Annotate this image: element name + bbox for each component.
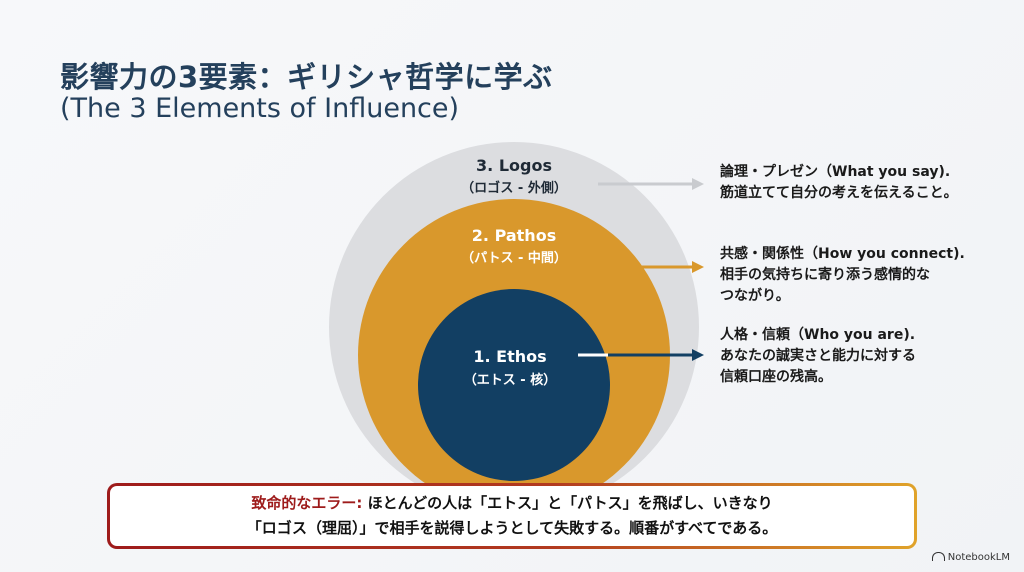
error-text-1: ほとんどの人は「エトス」と「パトス」を飛ばし、いきなり xyxy=(362,494,773,512)
pathos-description-line: つながり。 xyxy=(720,288,790,304)
brand-name: NotebookLM xyxy=(947,552,1010,563)
error-line-1: 致命的なエラー: ほとんどの人は「エトス」と「パトス」を飛ばし、いきなり xyxy=(110,491,914,516)
ethos-description-line: 信頼口座の残高。 xyxy=(720,369,832,385)
notebooklm-logo-icon xyxy=(931,552,945,561)
pathos-arrowhead xyxy=(692,261,704,273)
pathos-sublabel: （パトス - 中間） xyxy=(461,250,567,266)
error-label: 致命的なエラー: xyxy=(251,494,363,512)
ethos-description-line: 人格・信頼（Who you are). xyxy=(720,327,916,343)
error-line-2: 「ロゴス（理屈）」で相手を説得しようとして失敗する。順番がすべてである。 xyxy=(246,519,778,537)
page-title: 影響力の3要素：ギリシャ哲学に学ぶ xyxy=(60,60,553,94)
ethos-description-line: あなたの誠実さと能力に対する xyxy=(720,348,916,364)
pathos-description-line: 相手の気持ちに寄り添う感情的な xyxy=(720,267,930,283)
pathos-description: 共感・関係性（How you connect). 相手の気持ちに寄り添う感情的な… xyxy=(720,244,965,307)
logos-label: 3. Logos xyxy=(476,156,552,175)
ethos-label: 1. Ethos xyxy=(473,347,546,366)
ethos-arrowhead xyxy=(692,349,704,361)
ethos-sublabel: （エトス - 核） xyxy=(464,372,556,388)
inner-circle-ethos xyxy=(418,289,610,481)
page-subtitle: (The 3 Elements of Influence) xyxy=(60,93,460,124)
pathos-description-line: 共感・関係性（How you connect). xyxy=(720,246,965,262)
pathos-label: 2. Pathos xyxy=(472,226,556,245)
brand-watermark: NotebookLM xyxy=(931,552,1010,563)
logos-description-line: 論理・プレゼン（What you say). xyxy=(720,164,951,180)
logos-sublabel: （ロゴス - 外側） xyxy=(461,180,567,196)
logos-description-line: 筋道立てて自分の考えを伝えること。 xyxy=(720,185,958,201)
fatal-error-callout: 致命的なエラー: ほとんどの人は「エトス」と「パトス」を飛ばし、いきなり 「ロゴ… xyxy=(107,483,917,549)
ethos-description: 人格・信頼（Who you are). あなたの誠実さと能力に対する 信頼口座の… xyxy=(720,325,916,388)
logos-description: 論理・プレゼン（What you say). 筋道立てて自分の考えを伝えること。 xyxy=(720,162,958,204)
logos-arrowhead xyxy=(692,178,704,190)
